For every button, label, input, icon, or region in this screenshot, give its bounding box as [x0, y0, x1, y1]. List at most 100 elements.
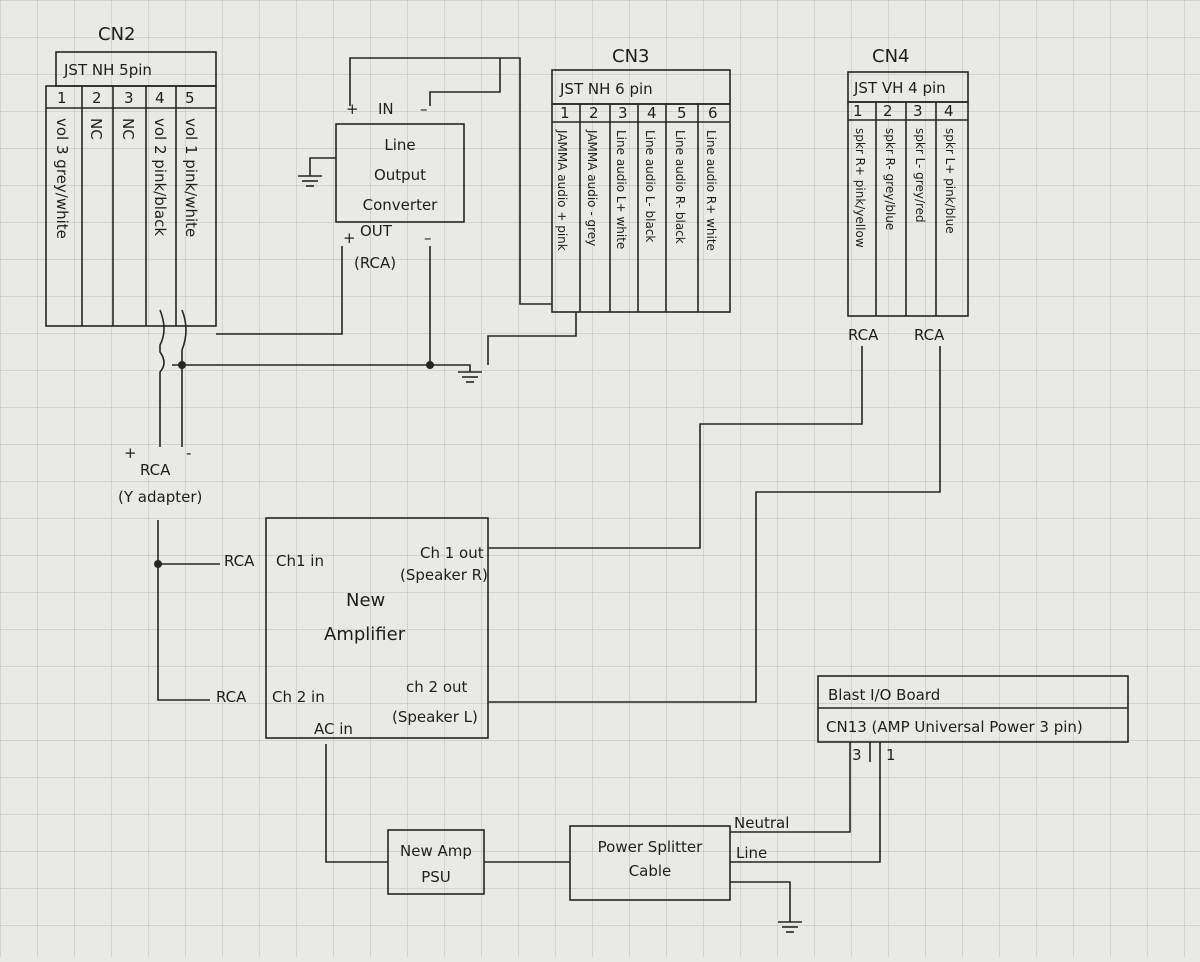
cn4-pin2-label: spkr R- grey/blue: [883, 128, 897, 230]
amp-ch1-in: Ch1 in: [276, 552, 324, 570]
loc-out-minus: –: [424, 229, 432, 247]
power-neutral-label: Neutral: [734, 814, 789, 832]
splitter-line1: Power Splitter: [598, 838, 703, 856]
cn4-connector: CN4 JST VH 4 pin 1 2 3 4 spkr R+ pink/ye…: [847, 46, 969, 344]
loc-out-label: OUT: [360, 222, 393, 240]
blast-pin1: 1: [886, 746, 896, 764]
loc-out-plus: +: [343, 229, 356, 247]
cn3-connector: CN3 JST NH 6 pin 1 2 3 4 5 6 JAMMA audio…: [551, 46, 731, 313]
junction-dot: [178, 361, 186, 369]
wire-ac-in-psu: [325, 744, 388, 863]
cn3-pin2-label: JAMMA audio - grey: [585, 129, 599, 246]
wire-converter-in-minus: [429, 58, 501, 106]
psu-line2: PSU: [421, 868, 451, 886]
cn3-pin1-label: JAMMA audio + pink: [555, 129, 569, 251]
amp-ch2-out: ch 2 out: [406, 678, 468, 696]
cn2-pin4-label: vol 2 pink/black: [151, 118, 169, 236]
ground-symbol-icon: [778, 921, 802, 933]
wire-ch1-out-speaker-r: [488, 346, 863, 549]
wires: [157, 57, 941, 922]
cn2-connector: CN2 JST NH 5pin 1 2 3 4 5 vol 3 grey/whi…: [45, 24, 217, 327]
wire-neutral: [730, 742, 851, 833]
loc-title-line1: Line: [384, 136, 415, 154]
wire-ch2-out-speaker-l: [488, 346, 941, 703]
loc-in-label: IN: [378, 100, 394, 118]
cn2-body: [45, 85, 217, 327]
cn3-pin3-label: Line audio L+ white: [614, 130, 628, 249]
new-amplifier: New Amplifier Ch1 in Ch 2 in Ch 1 out (S…: [216, 517, 489, 739]
cn3-pin6-label: Line audio R+ white: [704, 130, 718, 251]
ground-symbol-icon: [298, 175, 322, 187]
cn3-pin4-label: Line audio L- black: [643, 130, 657, 242]
blast-board-title: Blast I/O Board: [828, 686, 940, 704]
splitter-line2: Cable: [629, 862, 672, 880]
wire-rca-y-ch2: [157, 520, 210, 701]
cn4-pin3-label: spkr L- grey/red: [913, 128, 927, 223]
cn2-pin2-label: NC: [87, 118, 105, 140]
blast-board-box: [817, 675, 1129, 743]
power-line-label: Line: [736, 844, 767, 862]
cn4-pin2-num: 2: [883, 102, 893, 120]
cn3-pin5-label: Line audio R- black: [673, 130, 687, 244]
cn4-title: CN4: [872, 46, 910, 67]
line-output-converter: + IN – Line Output Converter + OUT – (RC…: [335, 100, 465, 272]
wire-splitter-ground: [730, 881, 791, 922]
cn4-header: JST VH 4 pin: [853, 79, 946, 97]
amp-ch2-in: Ch 2 in: [272, 688, 325, 706]
ground-symbol-icon: [458, 371, 482, 383]
amp-rca-ch1: RCA: [224, 552, 255, 570]
amp-ch1-out: Ch 1 out: [420, 544, 484, 562]
wire-cn3-jamma-minus: [487, 312, 577, 365]
splitter-box: [569, 825, 731, 901]
cn4-pin1-label: spkr R+ pink/yellow: [853, 128, 867, 248]
cn4-body: [847, 101, 969, 317]
cn3-title: CN3: [612, 46, 650, 67]
cn3-pin6-num: 6: [708, 104, 718, 122]
amp-rca-ch2: RCA: [216, 688, 247, 706]
cn3-pin3-num: 3: [618, 104, 628, 122]
amp-title-line1: New: [346, 590, 385, 611]
wire-cn2-vol1: [181, 309, 187, 447]
cn2-title: CN2: [98, 24, 136, 45]
blast-pin3: 3: [852, 746, 862, 764]
wire-converter-in-plus: [349, 57, 552, 305]
loc-in-plus: +: [346, 100, 359, 118]
cn3-pin1-num: 1: [560, 104, 570, 122]
cn2-pin1-num: 1: [57, 89, 67, 107]
wire-converter-ground: [309, 157, 336, 176]
cn4-rca-right: RCA: [914, 326, 945, 344]
wire-converter-out-plus: [216, 246, 343, 335]
amp-ac-in: AC in: [314, 720, 353, 738]
cn2-pin4-num: 4: [155, 89, 165, 107]
loc-box: [335, 123, 465, 223]
cn3-body: [551, 103, 731, 313]
cn4-rca-left: RCA: [848, 326, 879, 344]
cn2-header: JST NH 5pin: [63, 61, 152, 79]
cn4-pin4-label: spkr L+ pink/blue: [943, 128, 957, 234]
wire-converter-out-ground: [429, 246, 471, 372]
wire-line: [730, 742, 881, 863]
cn3-pin4-num: 4: [647, 104, 657, 122]
psu-line1: New Amp: [400, 842, 472, 860]
cn3-header: JST NH 6 pin: [559, 80, 653, 98]
cn2-pin2-num: 2: [92, 89, 102, 107]
rca-y-minus: -: [186, 444, 191, 462]
rca-y-plus: +: [124, 444, 137, 462]
rca-y-sub: (Y adapter): [118, 488, 202, 506]
blast-io-board: Blast I/O Board CN13 (AMP Universal Powe…: [817, 675, 1129, 764]
cn2-pin1-label: vol 3 grey/white: [53, 118, 71, 239]
cn2-pin3-num: 3: [124, 89, 134, 107]
cn2-pin5-num: 5: [185, 89, 195, 107]
junction-dot: [154, 560, 162, 568]
cn3-pin5-num: 5: [677, 104, 687, 122]
loc-title-line3: Converter: [363, 196, 439, 214]
amp-psu: New Amp PSU: [387, 829, 485, 895]
amplifier-box: [265, 517, 489, 739]
loc-out-rca: (RCA): [354, 254, 396, 272]
blast-board-subtitle: CN13 (AMP Universal Power 3 pin): [826, 718, 1083, 736]
rca-y-adapter: + - RCA (Y adapter): [118, 444, 202, 506]
cn4-pin3-num: 3: [913, 102, 923, 120]
